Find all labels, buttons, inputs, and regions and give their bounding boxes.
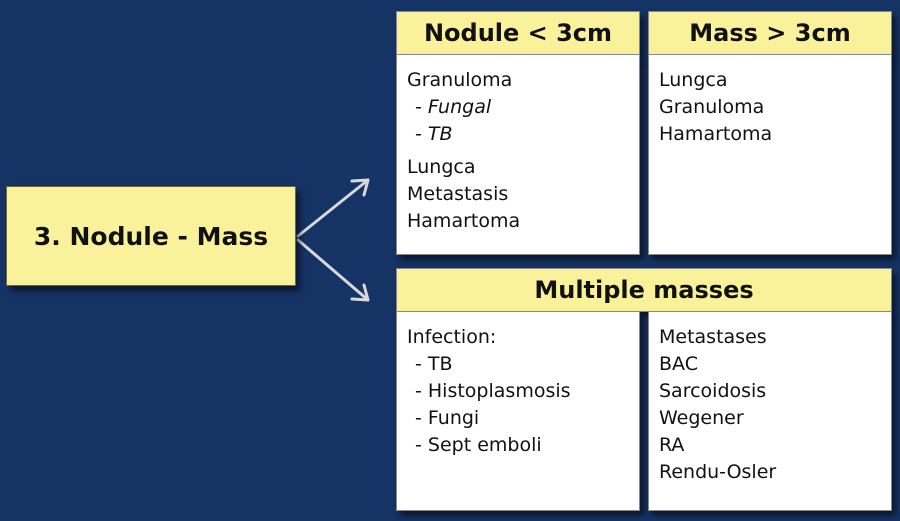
topic-label: 3. Nodule - Mass bbox=[33, 221, 269, 251]
multiple-item: RA bbox=[659, 434, 685, 456]
mass-item: Hamartoma bbox=[659, 123, 773, 145]
nodule-granuloma: Granuloma bbox=[407, 69, 513, 91]
nodule-item: Lungca bbox=[407, 156, 476, 178]
arrow-down bbox=[296, 238, 370, 302]
mass-header: Mass > 3cm bbox=[648, 11, 892, 55]
infection-item: - TB bbox=[415, 353, 453, 375]
infection-item: - Sept emboli bbox=[415, 434, 542, 456]
multiple-item: Rendu-Osler bbox=[659, 461, 777, 483]
topic-box: 3. Nodule - Mass bbox=[6, 186, 296, 286]
nodule-granuloma-sub: - Fungal bbox=[415, 96, 492, 118]
multiple-item: Sarcoidosis bbox=[659, 380, 767, 402]
nodule-header-label: Nodule < 3cm bbox=[423, 19, 613, 47]
infection-title: Infection: bbox=[407, 326, 497, 348]
mass-panel: Lungca Granuloma Hamartoma bbox=[648, 54, 892, 255]
mass-item: Lungca bbox=[659, 69, 728, 91]
multiple-item: BAC bbox=[659, 353, 698, 375]
nodule-header: Nodule < 3cm bbox=[396, 11, 640, 55]
nodule-item: Metastasis bbox=[407, 183, 509, 205]
multiple-header: Multiple masses bbox=[396, 268, 892, 312]
multiple-right-panel: Metastases BAC Sarcoidosis Wegener RA Re… bbox=[648, 311, 892, 511]
multiple-header-label: Multiple masses bbox=[534, 276, 754, 304]
multiple-item: Wegener bbox=[659, 407, 744, 429]
mass-item: Granuloma bbox=[659, 96, 765, 118]
nodule-granuloma-sub: - TB bbox=[415, 123, 453, 145]
infection-item: - Histoplasmosis bbox=[415, 380, 571, 402]
mass-header-label: Mass > 3cm bbox=[689, 19, 851, 47]
multiple-left-panel: Infection: - TB - Histoplasmosis - Fungi… bbox=[396, 311, 640, 511]
nodule-item: Hamartoma bbox=[407, 210, 521, 232]
nodule-panel: Granuloma - Fungal - TB Lungca Metastasi… bbox=[396, 54, 640, 255]
multiple-item: Metastases bbox=[659, 326, 767, 348]
arrow-up bbox=[296, 178, 370, 238]
infection-item: - Fungi bbox=[415, 407, 480, 429]
